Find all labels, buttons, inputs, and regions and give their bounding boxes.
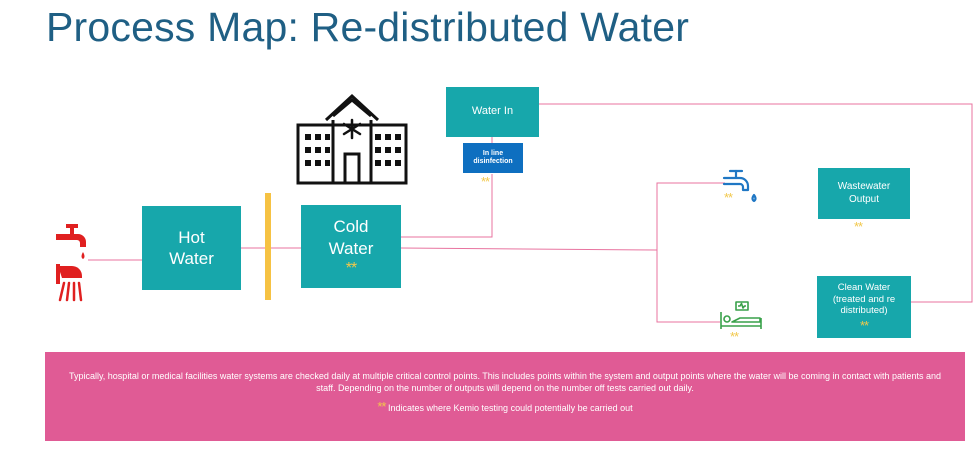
testing-marker-wastewater: ** <box>854 219 863 234</box>
line-branch <box>656 182 725 323</box>
banner-legend: ** Indicates where Kemio testing could p… <box>65 399 945 416</box>
clean-label-2: (treated and re <box>832 293 896 305</box>
testing-marker-bed: ** <box>730 329 739 344</box>
water-in-label: Water In <box>471 105 514 118</box>
inline-label-2: disinfection <box>473 158 513 165</box>
clean-water-box: Clean Water (treated and re distributed)… <box>817 276 911 338</box>
clean-label-3: distributed) <box>840 305 888 317</box>
line-cold-outlets <box>400 247 658 251</box>
hot-water-label-2: Water <box>169 249 214 268</box>
line-loop-return <box>539 103 973 303</box>
legend-marker: ** <box>377 399 386 415</box>
cold-water-label-2: Water <box>328 238 374 258</box>
banner-text: Typically, hospital or medical facilitie… <box>68 371 942 393</box>
tap-icon <box>722 169 757 203</box>
hot-water-box: Hot Water <box>142 206 241 290</box>
wastewater-label-2: Output <box>848 193 880 205</box>
divider-bar <box>265 193 271 300</box>
wastewater-label-1: Wastewater <box>837 181 891 192</box>
page-title: Process Map: Re-distributed Water <box>46 4 690 50</box>
inline-label-1: In line <box>482 149 504 157</box>
line-cold-waterin <box>401 174 493 238</box>
tap-shower-icon <box>56 224 86 302</box>
testing-marker-inline: ** <box>481 174 490 189</box>
wastewater-output-box: Wastewater Output <box>818 168 910 219</box>
inline-disinfection-box: In line disinfection <box>463 143 523 173</box>
patient-bed-icon <box>720 301 762 329</box>
water-in-box: Water In <box>446 87 539 137</box>
info-banner: Typically, hospital or medical facilitie… <box>45 352 965 441</box>
clean-label-1: Clean Water <box>837 282 891 294</box>
testing-marker-clean: ** <box>859 317 869 333</box>
testing-marker-cold: ** <box>345 259 357 277</box>
cold-water-box: Cold Water ** <box>301 205 401 288</box>
testing-marker-tap: ** <box>724 190 733 205</box>
cold-water-label-1: Cold <box>333 217 369 237</box>
hospital-building-icon <box>296 93 408 185</box>
legend-text: Indicates where Kemio testing could pote… <box>388 403 633 414</box>
hot-water-label-1: Hot <box>178 227 205 247</box>
